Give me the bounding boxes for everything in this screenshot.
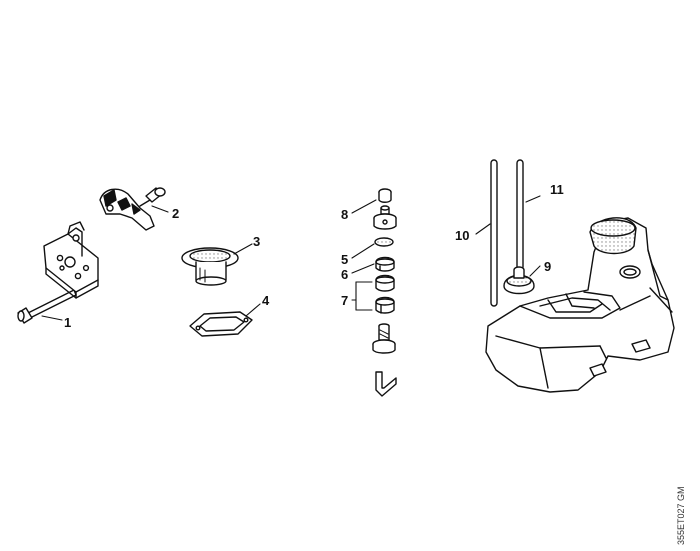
part-9-pickup xyxy=(503,266,535,295)
callout-6: 6 xyxy=(341,267,348,282)
leader-lines xyxy=(41,195,541,321)
callout-2: 2 xyxy=(172,206,179,221)
part-4-gasket xyxy=(189,311,253,337)
callout-3: 3 xyxy=(253,234,260,249)
callout-10: 10 xyxy=(455,228,469,243)
callout-9: 9 xyxy=(544,259,551,274)
part-2-lever xyxy=(99,187,166,231)
part-5-filter xyxy=(374,237,394,247)
callout-8: 8 xyxy=(341,207,348,222)
callout-7: 7 xyxy=(341,293,348,308)
callout-11: 11 xyxy=(550,182,564,197)
document-code: 355ET027 GM xyxy=(676,486,686,545)
part-1-bolt xyxy=(17,289,77,324)
callout-1: 1 xyxy=(64,315,71,330)
part-8-cap xyxy=(378,188,392,203)
part-11-tube xyxy=(516,159,524,271)
retaining-clip xyxy=(375,371,397,397)
fuel-tank xyxy=(485,217,675,393)
part-6-ring xyxy=(375,256,395,272)
part-8-fitting xyxy=(373,205,397,230)
part-10-tube xyxy=(490,159,498,307)
mount-bracket xyxy=(43,221,99,299)
callout-4: 4 xyxy=(262,293,270,308)
callout-5: 5 xyxy=(341,252,348,267)
valve-stem xyxy=(372,323,396,354)
part-7-clips xyxy=(375,274,395,314)
part-3-grommet xyxy=(181,247,239,286)
